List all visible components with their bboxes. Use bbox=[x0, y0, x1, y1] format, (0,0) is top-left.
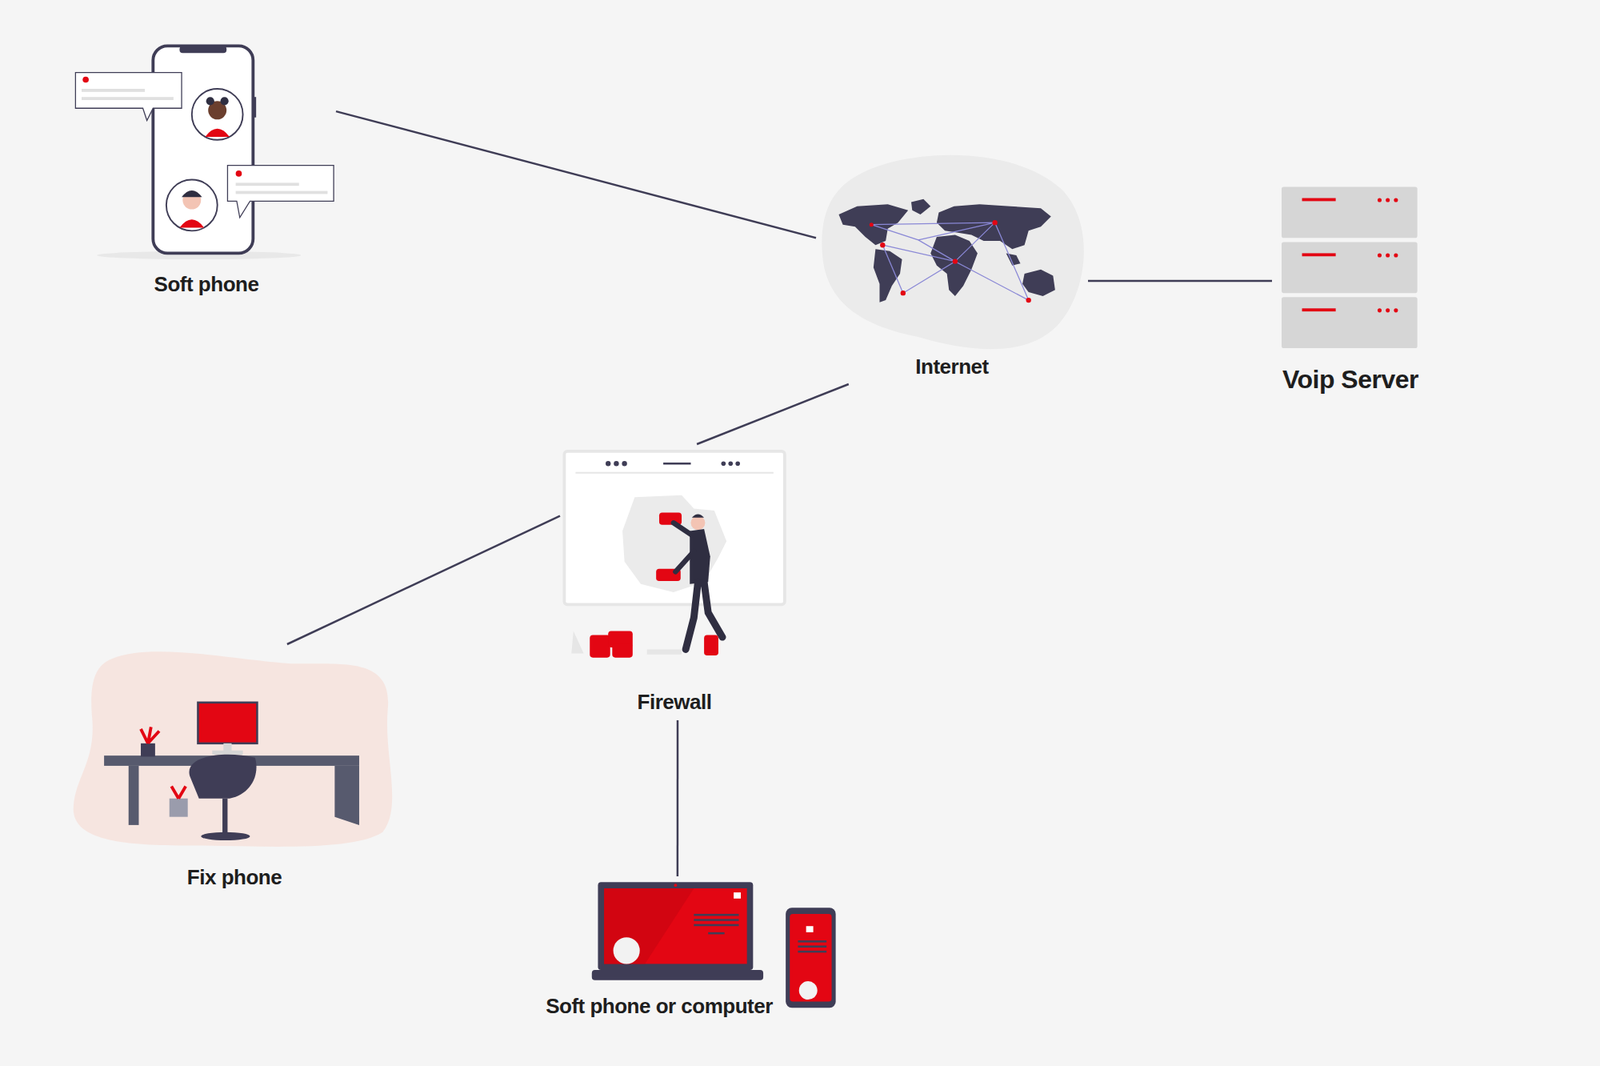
connector-line bbox=[336, 111, 816, 238]
connector-line bbox=[1088, 280, 1272, 283]
softphone-node: Soft phone bbox=[72, 40, 336, 304]
node-label: Soft phone or computer bbox=[545, 994, 773, 1019]
firewall-illustration bbox=[564, 451, 785, 658]
connector-line bbox=[287, 516, 560, 644]
connector-line bbox=[696, 384, 849, 444]
node-label: Fix phone bbox=[187, 865, 282, 890]
phone-illustration bbox=[75, 45, 334, 260]
device-node: Soft phone or computer bbox=[552, 876, 848, 1032]
server-illustration bbox=[1281, 186, 1418, 348]
node-label: Internet bbox=[915, 355, 988, 380]
server-node: Voip Server bbox=[1272, 180, 1432, 400]
desk-illustration bbox=[73, 651, 392, 847]
laptop-phone-illustration bbox=[592, 881, 836, 1008]
internet-node: Internet bbox=[816, 152, 1088, 384]
deskphone-node: Fix phone bbox=[68, 644, 400, 896]
connector-line bbox=[676, 720, 680, 876]
node-label: Firewall bbox=[637, 690, 712, 715]
world-map-illustration bbox=[821, 155, 1084, 350]
node-label: Soft phone bbox=[154, 272, 260, 297]
firewall-node: Firewall bbox=[560, 444, 792, 720]
node-label: Voip Server bbox=[1282, 364, 1419, 395]
